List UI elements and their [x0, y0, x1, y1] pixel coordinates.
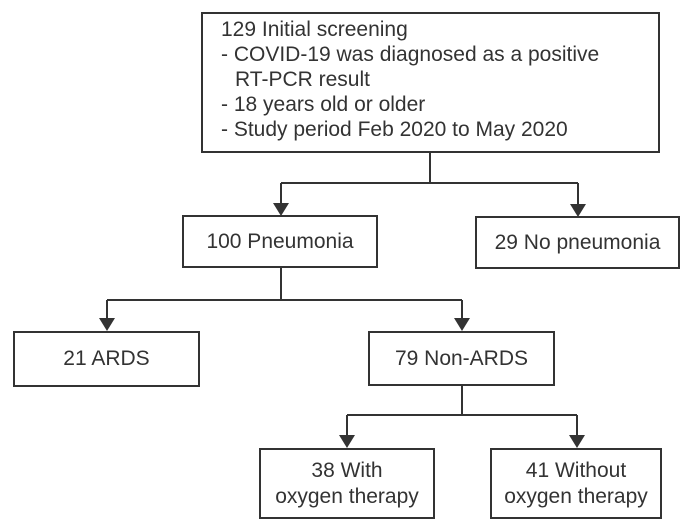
- node-non-ards: 79 Non-ARDS: [368, 331, 555, 386]
- pneumonia-label: 100 Pneumonia: [206, 229, 354, 253]
- node-with-oxygen-therapy: 38 With oxygen therapy: [259, 448, 435, 519]
- without-oxygen-label-line2: oxygen therapy: [504, 484, 648, 508]
- criterion-covid-pcr: - COVID-19 was diagnosed as a positive: [221, 43, 600, 66]
- node-no-pneumonia: 29 No pneumonia: [475, 216, 680, 269]
- arrowhead-ards: [99, 318, 115, 331]
- initial-screening-title: 129 Initial screening: [221, 18, 408, 41]
- criterion-study-period: - Study period Feb 2020 to May 2020: [221, 118, 568, 141]
- node-ards: 21 ARDS: [13, 331, 200, 387]
- arrowhead-with-oxygen: [339, 435, 355, 448]
- node-without-oxygen-therapy: 41 Without oxygen therapy: [490, 448, 662, 519]
- with-oxygen-label-line2: oxygen therapy: [275, 484, 419, 508]
- node-initial-screening: 129 Initial screening - COVID-19 was dia…: [201, 12, 660, 153]
- no-pneumonia-label: 29 No pneumonia: [494, 230, 661, 254]
- with-oxygen-label-line1: 38 With: [311, 458, 383, 482]
- arrowhead-non-ards: [454, 318, 470, 331]
- node-pneumonia: 100 Pneumonia: [182, 215, 378, 268]
- criterion-age: - 18 years old or older: [221, 93, 426, 116]
- non-ards-label: 79 Non-ARDS: [394, 346, 529, 370]
- criterion-covid-pcr-continued: RT-PCR result: [235, 68, 370, 91]
- without-oxygen-label-line1: 41 Without: [525, 458, 627, 482]
- connector-paths: [106, 153, 579, 436]
- arrowhead-no-pneumonia: [570, 204, 586, 217]
- arrowhead-without-oxygen: [569, 435, 585, 448]
- ards-label: 21 ARDS: [63, 347, 150, 370]
- arrowhead-pneumonia: [273, 203, 289, 216]
